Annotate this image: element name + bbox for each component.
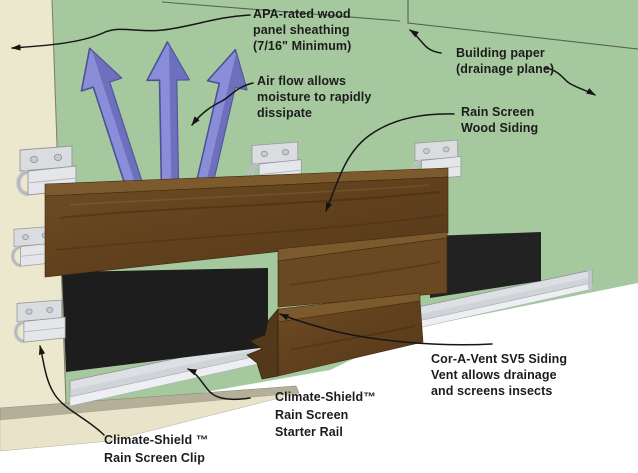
starter-rail-leader-arrow <box>187 368 251 401</box>
label-line: Climate-Shield ™ <box>104 433 209 447</box>
label-building-paper: Building paper (drainage plane) <box>456 45 554 77</box>
label-line: Rain Screen <box>461 105 535 119</box>
label-clip: Climate-Shield ™ Rain Screen Clip <box>104 431 208 467</box>
airflow-leader-arrow <box>191 82 254 126</box>
vent-right-shape <box>430 232 541 298</box>
wall-sill <box>0 385 300 452</box>
drainage-plane-leader-arrow <box>545 67 596 96</box>
siding-board-top <box>44 167 449 278</box>
label-starter-rail: Climate-Shield™ Rain Screen Starter Rail <box>275 389 376 442</box>
siding-board-middle <box>277 231 448 308</box>
label-line: Cor-A-Vent SV5 Siding <box>431 352 568 366</box>
label-line: APA-rated wood <box>253 7 351 21</box>
building-paper-leader-arrow <box>409 29 442 54</box>
label-line: Building paper <box>456 46 545 60</box>
clip-leader-arrow <box>38 345 105 436</box>
label-line: Vent allows drainage <box>431 368 557 382</box>
label-sheathing: APA-rated wood panel sheathing (7/16" Mi… <box>253 6 351 54</box>
label-line: Climate-Shield™ <box>275 390 376 404</box>
label-wood-siding: Rain Screen Wood Siding <box>461 104 538 136</box>
coravent-leader-arrow <box>279 313 493 346</box>
label-line: dissipate <box>257 106 313 120</box>
leader-arrows <box>11 14 596 436</box>
sheathing-leader-arrow <box>11 14 251 51</box>
label-airflow: Air flow allows moisture to rapidly diss… <box>257 73 371 121</box>
label-line: panel sheathing <box>253 23 350 37</box>
label-line: (7/16" Minimum) <box>253 39 352 53</box>
label-line: moisture to rapidly <box>257 90 372 104</box>
wood-siding-leader-arrow <box>325 113 455 212</box>
label-line: and screens insects <box>431 384 553 398</box>
label-line: Air flow allows <box>257 74 347 88</box>
label-coravent: Cor-A-Vent SV5 Siding Vent allows draina… <box>431 351 567 399</box>
label-line: Starter Rail <box>275 425 343 439</box>
label-line: Wood Siding <box>461 121 539 135</box>
label-line: Rain Screen <box>275 407 349 422</box>
vent-left-shape <box>62 268 268 372</box>
label-line: (drainage plane) <box>456 62 555 76</box>
siding-board-bottom <box>246 292 424 380</box>
building-paper-seam-lines <box>161 0 638 50</box>
label-line: Rain Screen Clip <box>104 451 205 465</box>
